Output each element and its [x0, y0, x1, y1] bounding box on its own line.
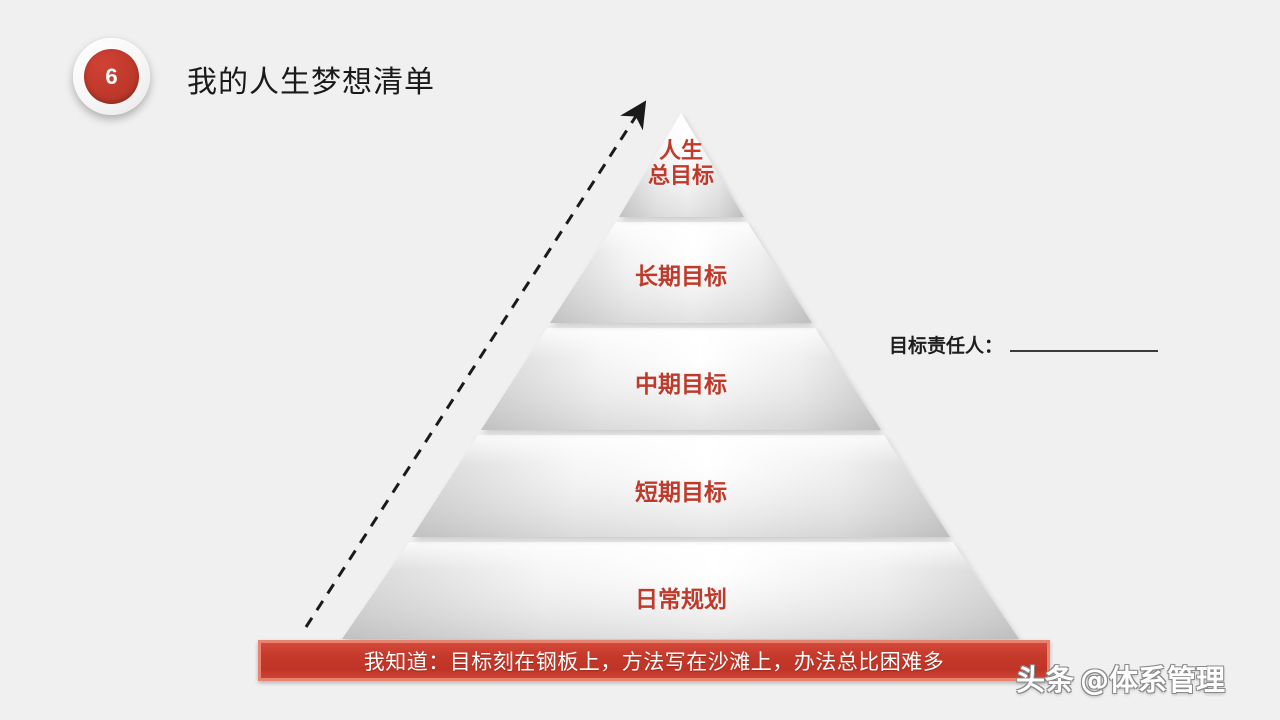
- page-title: 我的人生梦想清单: [187, 65, 435, 100]
- dashed-upward-arrow: [304, 100, 647, 628]
- responsible-person-label: 目标责任人：: [889, 335, 1004, 357]
- pyramid-label-line-1: 人生: [658, 139, 704, 164]
- pyramid-label-mid-term-goal: 中期目标: [635, 372, 727, 398]
- motto-banner: 我知道：目标刻在钢板上，方法写在沙滩上，办法总比困难多: [258, 640, 1050, 681]
- watermark-handle: @体系管理: [1080, 663, 1226, 697]
- pyramid-label-daily-plan: 日常规划: [635, 587, 727, 613]
- slide-number-badge-inner: 6: [84, 49, 139, 104]
- pyramid-label-life-overall-goal: 人生 总目标: [647, 139, 715, 189]
- watermark-brand: 头条: [1016, 663, 1075, 697]
- responsible-person-block: 目标责任人：: [889, 331, 1159, 358]
- pyramid-label-long-term-goal: 长期目标: [635, 264, 727, 290]
- responsible-person-blank-line[interactable]: [1010, 336, 1159, 352]
- slide-number-badge: 6: [73, 38, 150, 115]
- pyramid-label-line-2: 总目标: [647, 163, 715, 189]
- pyramid-label-short-term-goal: 短期目标: [635, 480, 727, 506]
- slide-number-text: 6: [105, 63, 118, 89]
- motto-banner-text: 我知道：目标刻在钢板上，方法写在沙滩上，办法总比困难多: [363, 649, 945, 674]
- watermark: 头条 @体系管理: [1016, 657, 1225, 699]
